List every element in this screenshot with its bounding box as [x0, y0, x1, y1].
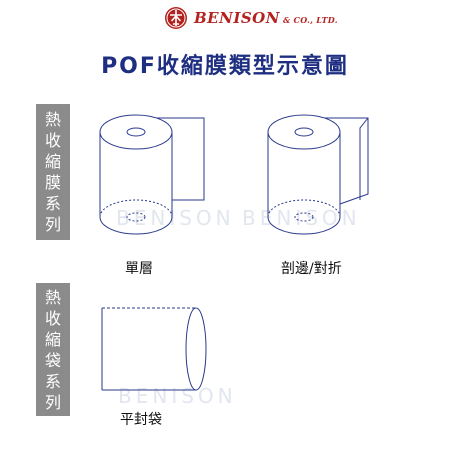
page-title: POF收縮膜類型示意圖: [101, 54, 349, 79]
section-label-char: 熱: [44, 287, 61, 307]
section-label-char: 膜: [44, 173, 61, 192]
section-label-char: 列: [44, 215, 61, 234]
single-layer-roll-icon: [99, 114, 205, 235]
section-label-char: 縮: [44, 152, 61, 171]
caption-flat-seal-bag: 平封袋: [120, 412, 162, 428]
section-label-char: 收: [44, 308, 61, 328]
section-label-bag-series: 熱收縮袋系列: [36, 283, 70, 416]
watermark: BENISON: [118, 384, 237, 408]
caption-slit-folded: 剖邊/對折: [281, 261, 342, 277]
section-label-char: 熱: [44, 110, 61, 129]
section-label-film-series: 熱收縮膜系列: [36, 104, 70, 240]
section-label-char: 縮: [44, 329, 61, 349]
watermark: BENISON: [116, 206, 235, 230]
caption-single-layer: 單層: [125, 261, 153, 277]
section-label-char: 收: [44, 131, 61, 150]
benison-logo-icon: [165, 7, 187, 29]
header: BENISON& CO., LTD.: [0, 0, 450, 34]
section-label-char: 袋: [44, 350, 61, 370]
section-label-char: 列: [44, 392, 61, 412]
watermark: BENISON: [242, 206, 361, 230]
flat-seal-bag-icon: [101, 307, 207, 391]
folded-roll-icon: [267, 114, 369, 235]
section-label-char: 系: [44, 194, 61, 213]
section-label-char: 系: [44, 371, 61, 391]
brand-main: BENISON: [194, 9, 280, 27]
brand-sub: & CO., LTD.: [282, 15, 338, 25]
brand-name: BENISON& CO., LTD.: [194, 9, 338, 27]
